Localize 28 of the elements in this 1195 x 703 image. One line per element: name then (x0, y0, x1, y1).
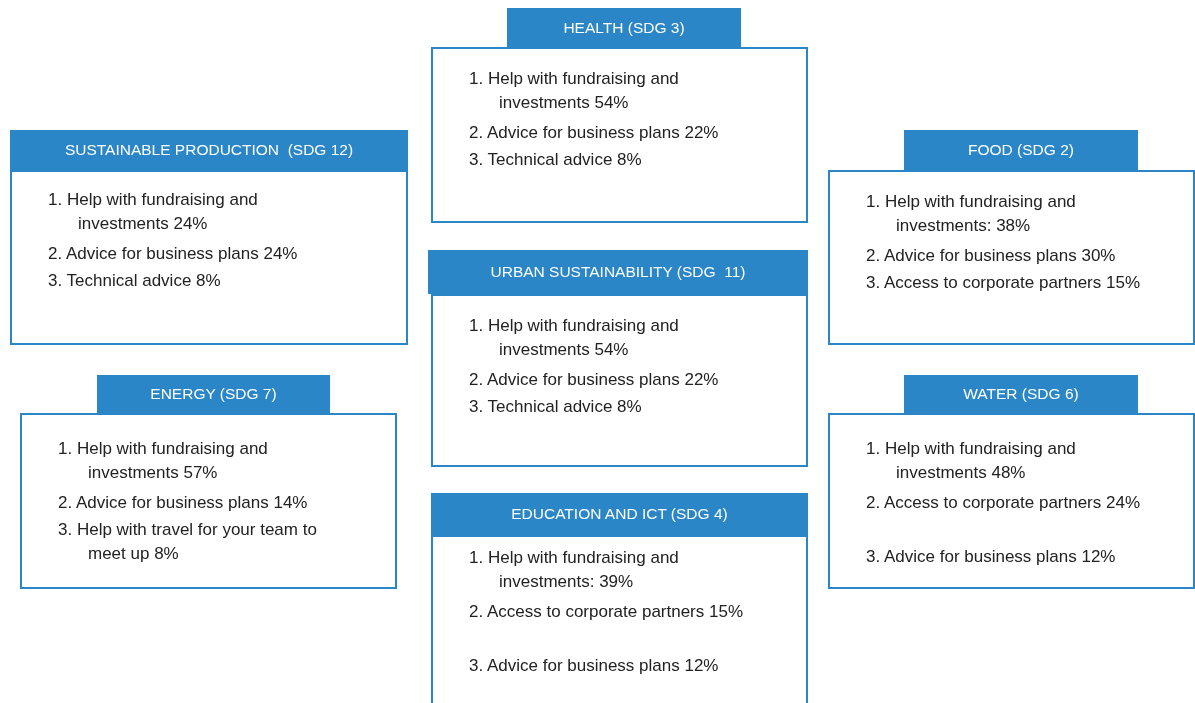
list-item: 3. Technical advice 8% (48, 270, 222, 292)
list-item: 1. Help with fundraising and investments: 39% (469, 547, 680, 593)
list-item: 2. Access to corporate partners 24% (866, 492, 1142, 514)
header-tab: SUSTAINABLE PRODUCTION (SDG 12) (10, 130, 408, 170)
list-item: 1. Help with fundraising and investments: 38% (866, 191, 1077, 237)
header-tab: ENERGY (SDG 7) (97, 375, 330, 413)
list-item: 2. Advice for business plans 24% (48, 243, 299, 265)
list-item: 1. Help with fundraising and investments 54% (469, 68, 680, 114)
header-tab: URBAN SUSTAINABILITY (SDG 11) (428, 250, 808, 294)
header-tab: WATER (SDG 6) (904, 375, 1138, 413)
list-item: 2. Advice for business plans 22% (469, 122, 720, 144)
header-tab: FOOD (SDG 2) (904, 130, 1138, 170)
list-item: 1. Help with fundraising and investments 54% (469, 315, 680, 361)
list-item: 3. Help with travel for your team to meet up 8% (58, 519, 318, 565)
list-item: 3. Technical advice 8% (469, 149, 643, 171)
list-item: 3. Technical advice 8% (469, 396, 643, 418)
list-item: 1. Help with fundraising and investments 24% (48, 189, 259, 235)
list-item: 2. Advice for business plans 30% (866, 245, 1117, 267)
header-tab: EDUCATION AND ICT (SDG 4) (431, 493, 808, 535)
list-item: 3. Advice for business plans 12% (866, 546, 1117, 568)
list-item: 3. Advice for business plans 12% (469, 655, 720, 677)
list-item: 2. Advice for business plans 22% (469, 369, 720, 391)
list-item: 1. Help with fundraising and investments 57% (58, 438, 269, 484)
list-item: 2. Advice for business plans 14% (58, 492, 309, 514)
list-item: 2. Access to corporate partners 15% (469, 601, 745, 623)
list-item: 3. Access to corporate partners 15% (866, 272, 1142, 294)
list-item: 1. Help with fundraising and investments 48% (866, 438, 1077, 484)
header-tab: HEALTH (SDG 3) (507, 8, 741, 48)
